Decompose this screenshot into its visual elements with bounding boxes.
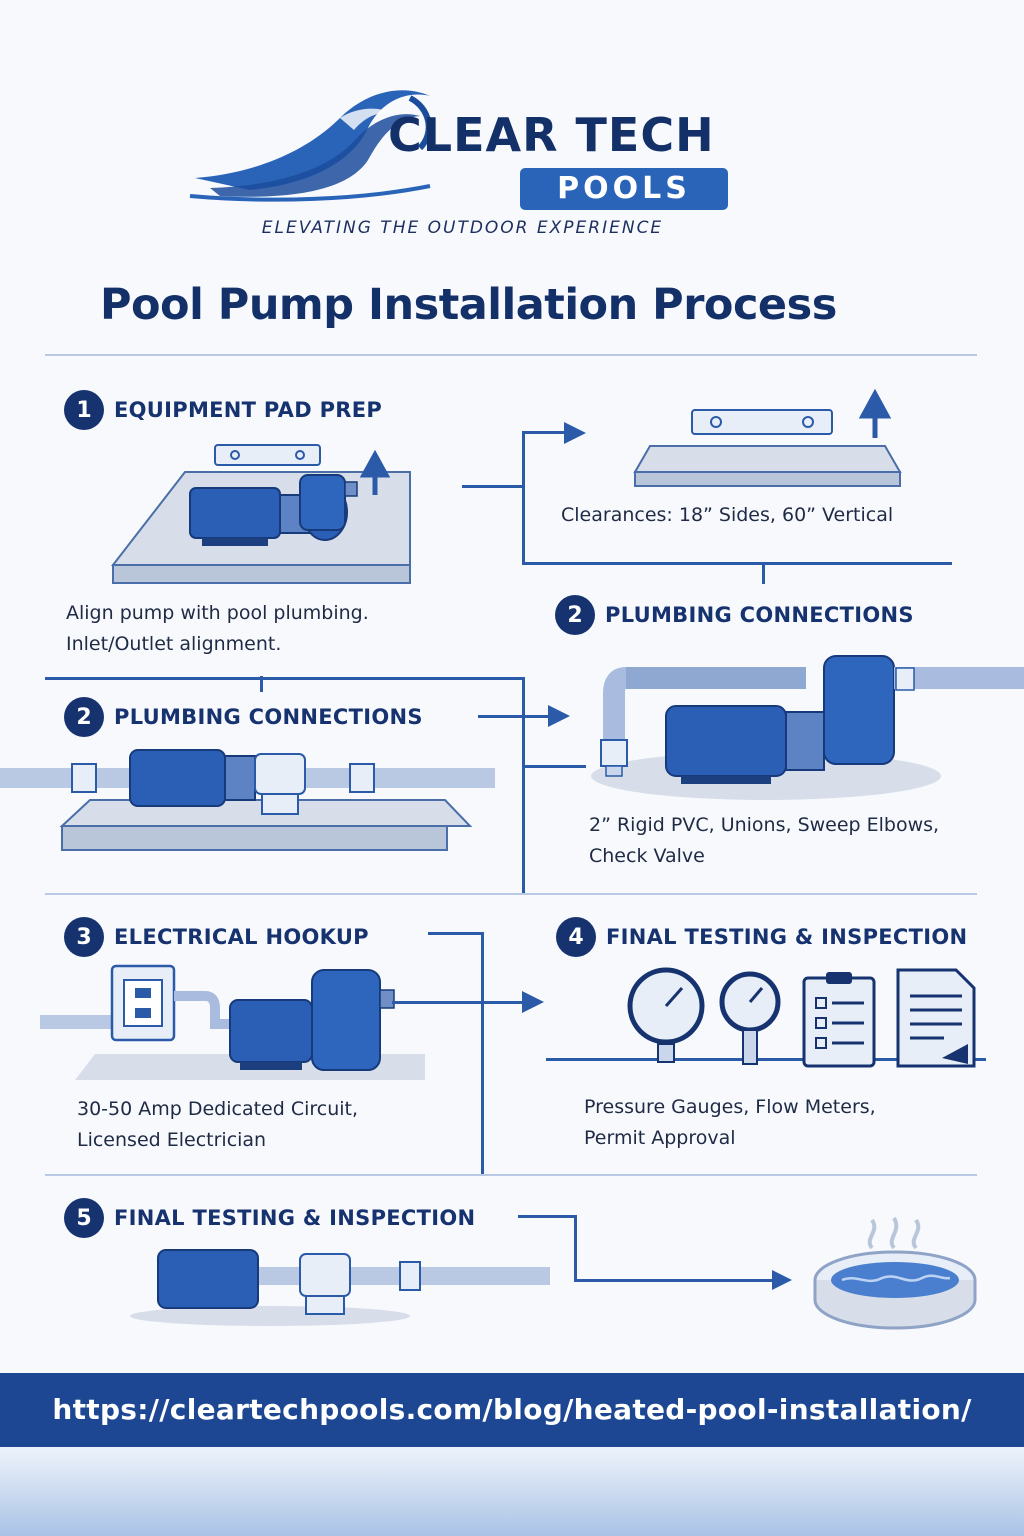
flow-arrow-icon bbox=[772, 1270, 792, 1290]
step-1-title: EQUIPMENT PAD PREP bbox=[114, 398, 383, 422]
step-4-badge: 4 bbox=[556, 917, 596, 957]
pressure-gauge-icon bbox=[719, 971, 781, 1065]
step-3-caption-line-1: 30-50 Amp Dedicated Circuit, bbox=[77, 1098, 359, 1120]
flow-arrow-icon bbox=[522, 991, 544, 1013]
footer-url[interactable]: https://cleartechpools.com/blog/heated-p… bbox=[0, 1373, 1024, 1447]
step-4-caption-line-1: Pressure Gauges, Flow Meters, bbox=[584, 1096, 876, 1118]
connector bbox=[518, 1215, 576, 1218]
brand-subname: POOLS bbox=[520, 168, 728, 210]
brand-name: CLEAR TECH bbox=[388, 108, 715, 162]
pool-pump-icon bbox=[591, 655, 1024, 800]
document-icon bbox=[896, 968, 976, 1068]
checklist-icon bbox=[802, 972, 876, 1068]
level-icon bbox=[214, 444, 321, 466]
connector bbox=[478, 715, 548, 718]
concrete-pad-icon bbox=[633, 388, 902, 487]
level-icon bbox=[691, 409, 833, 435]
footer-background bbox=[0, 1447, 1024, 1536]
up-arrow-icon bbox=[359, 449, 391, 495]
pool-pump-icon bbox=[0, 749, 495, 851]
step-2-caption-line-2: Check Valve bbox=[589, 845, 705, 867]
step-4-caption-line-2: Permit Approval bbox=[584, 1127, 736, 1149]
connector bbox=[392, 1001, 522, 1004]
connector bbox=[574, 1215, 577, 1281]
connector bbox=[762, 562, 765, 584]
step-3-badge: 3 bbox=[64, 917, 104, 957]
up-arrow-icon bbox=[858, 388, 892, 438]
step-1-header: 1 EQUIPMENT PAD PREP bbox=[64, 390, 382, 430]
connector bbox=[260, 676, 263, 692]
pressure-gauge-icon bbox=[627, 967, 705, 1063]
section-divider bbox=[45, 893, 977, 895]
step-3-title: ELECTRICAL HOOKUP bbox=[114, 925, 369, 949]
step-3-caption-line-2: Licensed Electrician bbox=[77, 1129, 267, 1151]
step-2b-title: PLUMBING CONNECTIONS bbox=[114, 705, 423, 729]
step-1-caption-line-2: Inlet/Outlet alignment. bbox=[66, 633, 282, 655]
step-2-badge: 2 bbox=[555, 595, 595, 635]
connector bbox=[522, 765, 586, 768]
connector bbox=[462, 485, 524, 488]
step-2b-badge: 2 bbox=[64, 697, 104, 737]
step-1-caption: Align pump with pool plumbing. Inlet/Out… bbox=[66, 598, 369, 660]
step-1-caption-line-1: Align pump with pool plumbing. bbox=[66, 602, 369, 624]
section-divider bbox=[45, 1174, 977, 1176]
connector bbox=[546, 1058, 986, 1061]
step-1b-caption: Clearances: 18” Sides, 60” Vertical bbox=[561, 504, 894, 526]
pool-pump-icon bbox=[189, 474, 358, 546]
page-title: Pool Pump Installation Process bbox=[100, 280, 837, 330]
brand-tagline: ELEVATING THE OUTDOOR EXPERIENCE bbox=[261, 218, 664, 238]
concrete-pad-icon bbox=[110, 444, 411, 584]
step-4-title: FINAL TESTING & INSPECTION bbox=[606, 925, 968, 949]
connector bbox=[522, 431, 568, 434]
connector bbox=[481, 932, 484, 1174]
connector bbox=[522, 432, 525, 564]
step-4-caption: Pressure Gauges, Flow Meters, Permit App… bbox=[584, 1092, 876, 1154]
flow-arrow-icon bbox=[564, 422, 586, 444]
step-2b-header: 2 PLUMBING CONNECTIONS bbox=[64, 697, 423, 737]
outlet-box-icon bbox=[110, 964, 176, 1042]
step-2-title: PLUMBING CONNECTIONS bbox=[605, 603, 914, 627]
testing-icons bbox=[627, 967, 976, 1068]
pool-pump-icon bbox=[40, 964, 425, 1080]
step-5-title: FINAL TESTING & INSPECTION bbox=[114, 1206, 476, 1230]
hot-tub-icon bbox=[813, 1217, 977, 1330]
step-5-header: 5 FINAL TESTING & INSPECTION bbox=[64, 1198, 475, 1238]
connector bbox=[428, 932, 483, 935]
flow-arrow-icon bbox=[548, 705, 570, 727]
title-divider bbox=[45, 354, 977, 356]
step-5-badge: 5 bbox=[64, 1198, 104, 1238]
wave-logo-icon bbox=[189, 90, 432, 202]
step-2-header: 2 PLUMBING CONNECTIONS bbox=[555, 595, 914, 635]
connector bbox=[45, 677, 525, 680]
step-4-header: 4 FINAL TESTING & INSPECTION bbox=[556, 917, 967, 957]
step-2-caption-line-1: 2” Rigid PVC, Unions, Sweep Elbows, bbox=[589, 814, 940, 836]
step-3-header: 3 ELECTRICAL HOOKUP bbox=[64, 917, 369, 957]
step-1-badge: 1 bbox=[64, 390, 104, 430]
connector bbox=[574, 1279, 774, 1282]
connector bbox=[522, 677, 525, 893]
step-2-caption: 2” Rigid PVC, Unions, Sweep Elbows, Chec… bbox=[589, 810, 939, 872]
connector bbox=[522, 562, 952, 565]
pool-pump-icon bbox=[130, 1249, 550, 1326]
step-3-caption: 30-50 Amp Dedicated Circuit, Licensed El… bbox=[77, 1094, 358, 1156]
